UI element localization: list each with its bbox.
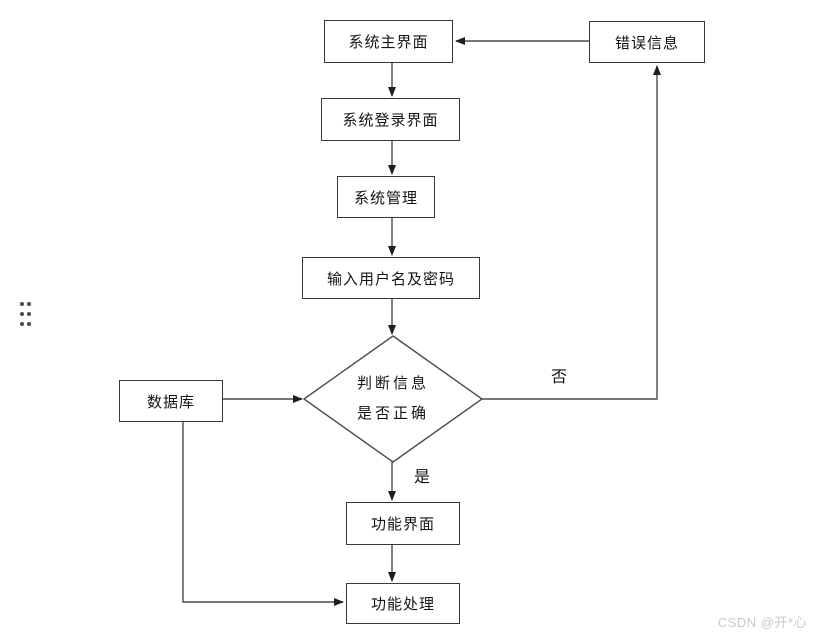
node-system-login-ui: 系统登录界面 bbox=[321, 98, 460, 141]
drag-handle-dot bbox=[27, 312, 31, 316]
node-system-main-ui: 系统主界面 bbox=[324, 20, 453, 63]
edge-label-yes: 是 bbox=[414, 469, 431, 486]
decision-diamond-shape bbox=[302, 335, 484, 463]
watermark-text: CSDN @开*心 bbox=[717, 615, 807, 630]
node-decision-label: 判断信息 是否正确 bbox=[304, 369, 482, 429]
drag-handle-dot bbox=[20, 302, 24, 306]
node-function-process: 功能处理 bbox=[346, 583, 460, 624]
decision-label-line2: 是否正确 bbox=[356, 405, 429, 422]
drag-handle-dot bbox=[20, 322, 24, 326]
node-system-management: 系统管理 bbox=[337, 176, 435, 218]
drag-handle-dot bbox=[27, 302, 31, 306]
drag-handle-dot bbox=[27, 322, 31, 326]
node-input-username-password: 输入用户名及密码 bbox=[302, 257, 480, 299]
node-function-ui: 功能界面 bbox=[346, 502, 460, 545]
edge-decision-to-error bbox=[482, 65, 661, 400]
node-error-info: 错误信息 bbox=[589, 21, 705, 63]
drag-handle-icon[interactable] bbox=[20, 302, 31, 326]
decision-label-line1: 判断信息 bbox=[356, 375, 429, 392]
node-database: 数据库 bbox=[119, 380, 223, 422]
edge-label-no: 否 bbox=[551, 369, 568, 386]
drag-handle-dot bbox=[20, 312, 24, 316]
edge-database-to-function-process bbox=[182, 422, 344, 606]
